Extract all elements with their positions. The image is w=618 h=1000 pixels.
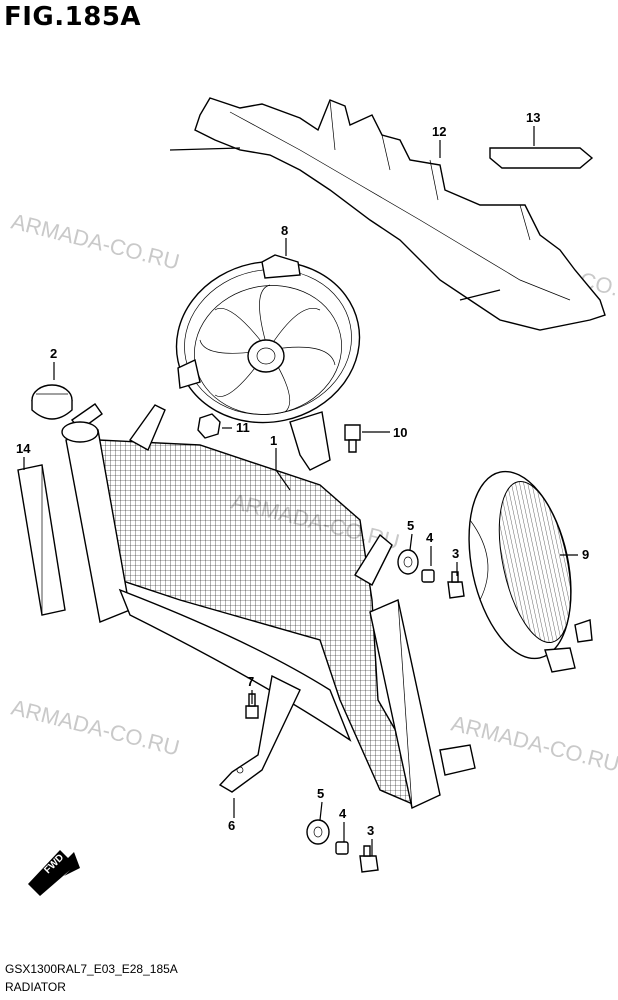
- figure-title: FIG.185A: [4, 2, 142, 32]
- part-2-radiator-cap: [31, 384, 73, 420]
- watermark-bottom-left: ARMADA-CO.RU: [9, 695, 182, 761]
- callout-4-upper: 4: [426, 530, 434, 545]
- part-11-clip-nut: [197, 413, 221, 439]
- fwd-arrow: FWD: [28, 850, 80, 896]
- callout-3-lower: 3: [367, 823, 374, 838]
- part-13-label-plate: [489, 147, 594, 169]
- callout-5-lower: 5: [317, 786, 324, 801]
- callout-2: 2: [50, 346, 57, 361]
- callout-6: 6: [228, 818, 235, 833]
- callout-13: 13: [526, 110, 540, 125]
- part-12-radiator-cover: [169, 97, 606, 331]
- callout-5-upper: 5: [407, 518, 414, 533]
- part-10-bolt: [344, 424, 361, 453]
- leader-lines: [23, 126, 578, 856]
- part-6-bracket: [218, 674, 301, 793]
- callout-10: 10: [393, 425, 407, 440]
- callout-4-lower: 4: [339, 806, 347, 821]
- callout-7: 7: [247, 674, 254, 689]
- part-9-cooling-fan-right: [468, 470, 593, 673]
- callout-12: 12: [432, 124, 446, 139]
- part-14-foam-strip: [17, 464, 66, 616]
- callout-8: 8: [281, 223, 288, 238]
- part-8-cooling-fan: [175, 254, 361, 471]
- callout-14: 14: [16, 441, 31, 456]
- grommet-collar-bolt-lower: [306, 819, 379, 873]
- figure-name: RADIATOR: [5, 980, 66, 994]
- figure-code: GSX1300RAL7_E03_E28_185A: [5, 962, 178, 976]
- callout-11: 11: [236, 420, 250, 435]
- callout-3-upper: 3: [452, 546, 459, 561]
- callout-1: 1: [270, 433, 277, 448]
- callout-9: 9: [582, 547, 589, 562]
- watermark-top-left: ARMADA-CO.RU: [9, 209, 182, 275]
- callout-labels: 1 2 3 3 4 4 5 5 6 7 8 9 10 11 12 13 14: [16, 110, 589, 838]
